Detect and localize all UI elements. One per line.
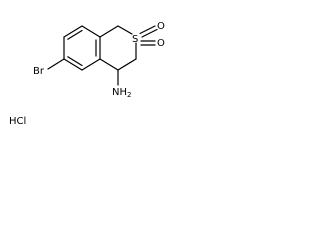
bond-c5-c4a	[81, 58, 101, 71]
bond-c6-c5	[63, 58, 83, 71]
sulfonyl-oxygens	[139, 25, 158, 46]
sulfur-label: S	[132, 34, 138, 45]
salt-label: HCl	[9, 116, 26, 127]
bond-c3-c4	[117, 58, 137, 71]
amine-nh: NH	[112, 87, 127, 98]
bond-c8a-c1	[99, 25, 119, 38]
amine-subscript: 2	[127, 91, 131, 99]
bond-s-o1-a	[139, 25, 156, 35]
oxygen-label-1: O	[157, 21, 165, 32]
bond-c8-c7	[63, 25, 83, 38]
amine-label: NH2	[112, 87, 131, 99]
chemical-structure: S O O Br NH2 HCl	[9, 21, 165, 127]
bond-c1-s	[117, 25, 133, 35]
bond-c4-c4a	[99, 58, 119, 71]
bond-c6-br	[47, 58, 65, 70]
double-bond-c8-c7	[67, 29, 83, 40]
oxygen-label-2: O	[157, 38, 165, 49]
thiopyran-ring	[99, 25, 137, 71]
bond-s-o1-b	[141, 28, 158, 38]
double-bond-c6-c5	[67, 56, 83, 67]
bromine-label: Br	[33, 66, 45, 77]
bond-c8a-c8	[81, 25, 101, 38]
benzene-ring	[63, 25, 101, 71]
